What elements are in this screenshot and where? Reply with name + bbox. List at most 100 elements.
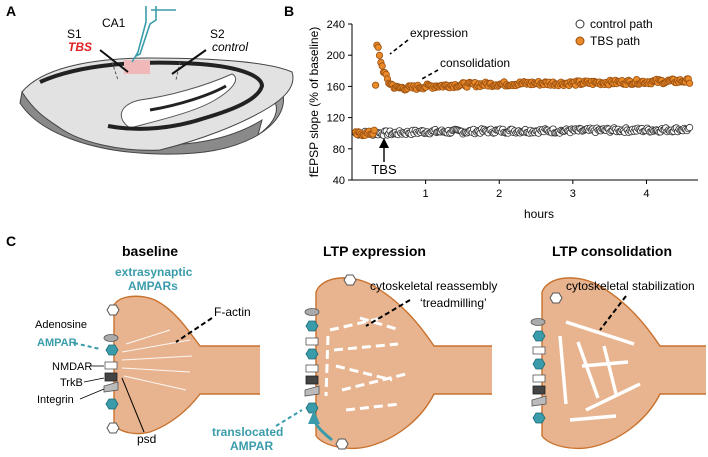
extrasynaptic-ampar-icon <box>549 292 563 304</box>
s2-label: S2 <box>210 27 225 41</box>
s1-label: S1 <box>67 27 82 41</box>
ampar-label: AMPAR <box>37 337 77 349</box>
legend-marker <box>575 36 585 46</box>
ca1-label: CA1 <box>102 16 126 30</box>
y-tick-label: 120 <box>327 113 345 125</box>
ampar-icon <box>532 330 546 342</box>
control-label: control <box>212 40 248 54</box>
nmdar-icon <box>305 364 319 373</box>
panel-b-letter: B <box>284 3 294 19</box>
factin-pointer <box>175 317 213 343</box>
adenosine-receptor-icon <box>103 334 119 342</box>
extrasynaptic-ampar-icon <box>335 438 349 450</box>
baseline-spine-body <box>114 296 260 434</box>
integrin-icon <box>304 385 320 397</box>
y-tick-label: 240 <box>327 19 345 31</box>
y-tick-label: 80 <box>333 144 345 156</box>
nmdar-icon <box>104 361 118 370</box>
annotation-consolidation: consolidation <box>440 56 510 70</box>
s2-electrode <box>171 49 207 75</box>
ampar-icon <box>105 398 119 410</box>
tbs-label: TBS <box>68 40 92 54</box>
nmdar-label: NMDAR <box>52 361 92 373</box>
translocated-pointer <box>275 409 303 427</box>
tbs-path-point <box>378 62 386 70</box>
annotation-consolidation-pointer <box>419 69 439 81</box>
y-axis-label: fEPSP slope (% of baseline) <box>307 27 321 178</box>
translocation-arrowhead <box>308 410 320 424</box>
nmdar-icon <box>305 337 319 346</box>
ampar-pointer <box>73 342 101 350</box>
ampar-icon <box>305 320 319 332</box>
annotation-tbs: TBS <box>371 162 397 177</box>
consolidation-pointer <box>599 295 627 331</box>
ampar-icon <box>305 348 319 360</box>
hippocampus-slice <box>19 6 294 155</box>
translocated-label: translocated <box>212 425 283 439</box>
x-tick-label: 1 <box>423 188 429 200</box>
extrasynaptic-ampar-icon <box>106 422 120 434</box>
panel-b: B 40 80 120 160 200 240 1 2 3 4 hours fEPSP slope (… <box>284 3 698 221</box>
tbs-path-point <box>370 126 378 134</box>
nmdar-icon <box>532 346 546 355</box>
expression-title: LTP expression <box>323 243 426 259</box>
panel-a-letter: A <box>6 3 16 19</box>
annotation-expression: expression <box>410 26 468 40</box>
panel-a: A S1 <box>6 3 294 155</box>
ampar-icon <box>532 412 546 424</box>
ampar-icon <box>532 358 546 370</box>
treadmilling-actin <box>324 316 407 412</box>
consolidation-receptors <box>530 292 563 424</box>
baseline-receptors <box>103 304 120 434</box>
y-tick-label: 40 <box>333 175 345 187</box>
panel-c: C baseline <box>6 233 706 453</box>
x-tick-label: 4 <box>643 188 649 200</box>
y-tick-label: 160 <box>327 81 345 93</box>
tbs-path-point <box>374 43 382 51</box>
annotation-expression-pointer <box>389 39 409 55</box>
y-tick-label: 200 <box>327 50 345 62</box>
adenosine-receptor-icon <box>304 308 320 316</box>
nmdar-icon <box>532 374 546 383</box>
ampar-icon <box>305 402 319 414</box>
x-tick-label: 2 <box>496 188 502 200</box>
consolidation-label: cytoskeletal stabilization <box>566 279 695 293</box>
adenosine-label: Adenosine <box>35 319 87 331</box>
f-actin-filaments <box>121 329 193 391</box>
x-axis-label: hours <box>524 207 554 221</box>
trkb-icon <box>104 372 118 382</box>
expression-spine: LTP expression <box>212 243 497 453</box>
tbs-path-point <box>375 51 384 60</box>
tbs-path-point <box>371 81 380 89</box>
consolidation-spine: LTP consolidation <box>530 243 706 450</box>
expression-receptors <box>304 274 357 450</box>
translocated-ampar-label: AMPAR <box>230 439 273 453</box>
adenosine-receptor-icon <box>530 318 546 326</box>
recording-electrode <box>131 6 176 63</box>
stabilized-actin <box>558 320 641 422</box>
expression-label-2: ‘treadmilling’ <box>420 296 487 310</box>
trkb-icon <box>305 375 319 385</box>
control-path-point <box>685 123 694 132</box>
extrasynaptic-ampar-icon <box>343 274 357 286</box>
trkb-icon <box>532 385 546 395</box>
baseline-title: baseline <box>122 243 178 259</box>
extrasynaptic-ampar-icon <box>106 304 120 316</box>
x-tick-label: 3 <box>570 188 576 200</box>
integrin-label: Integrin <box>37 394 74 406</box>
legend-label: control path <box>590 17 653 31</box>
panel-c-letter: C <box>6 233 16 249</box>
tbs-arrowhead <box>379 138 389 148</box>
integrin-icon <box>103 381 119 393</box>
consolidation-title: LTP consolidation <box>552 243 672 259</box>
ampar-icon <box>105 344 119 356</box>
expression-label-1: cytoskeletal reassembly <box>370 279 497 293</box>
factin-label: F-actin <box>214 305 251 319</box>
expression-spine-body <box>316 277 492 449</box>
ltp-chart: 40 80 120 160 200 240 1 2 3 4 hours fEPSP slope (% … <box>307 17 698 221</box>
tbs-path-point <box>685 79 694 87</box>
legend-label: TBS path <box>590 34 640 48</box>
extrasynaptic-label: extrasynaptic <box>115 265 193 279</box>
dentate-layer <box>149 84 227 112</box>
psd-label: psd <box>137 432 156 446</box>
